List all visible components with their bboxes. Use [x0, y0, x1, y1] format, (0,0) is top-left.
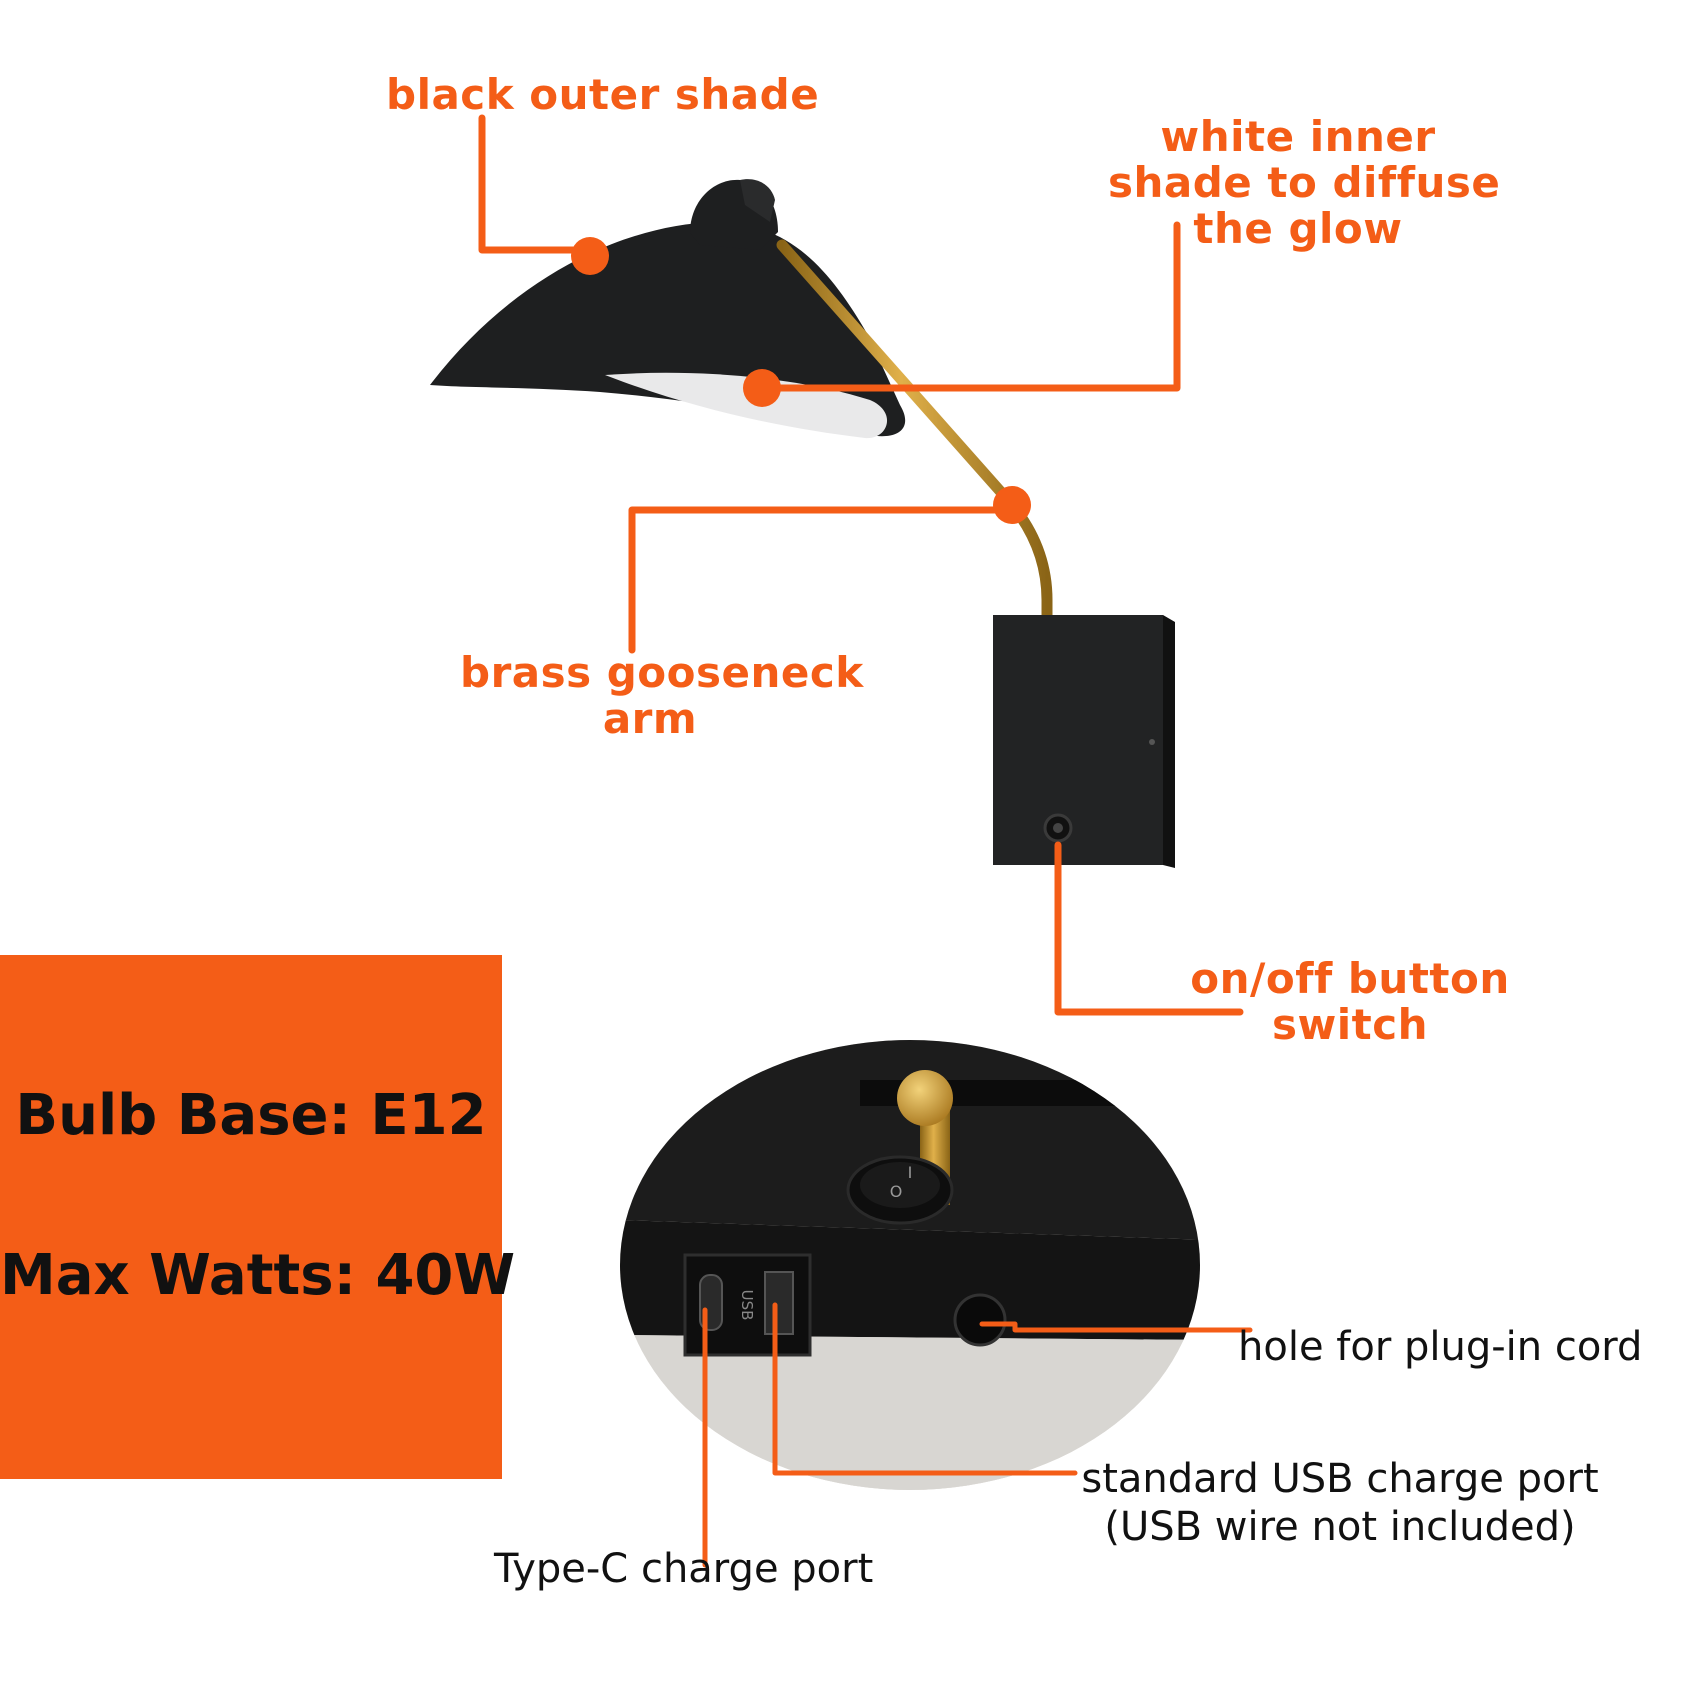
label-inner-shade-line2: shade to diffuse — [1108, 158, 1501, 207]
label-typec-port: Type-C charge port — [494, 1546, 874, 1592]
leader-gooseneck — [628, 506, 1014, 654]
leader-switch — [1054, 841, 1244, 1016]
leader-lines — [478, 114, 1253, 1568]
switch-on-mark: I — [908, 1163, 913, 1182]
label-usb-port-line1: standard USB charge port — [1081, 1456, 1599, 1502]
label-outer-shade: black outer shade — [386, 70, 820, 119]
spec-bulb-base: Bulb Base: E12 — [15, 1083, 487, 1148]
leader-dots — [571, 237, 1031, 524]
usb-mark: USB — [738, 1290, 756, 1321]
label-switch-line2: switch — [1271, 1000, 1429, 1049]
label-inner-shade-line3: the glow — [1193, 204, 1403, 253]
dot-outer-shade — [571, 237, 609, 275]
switch-off-mark: O — [890, 1182, 903, 1201]
label-usb-port: standard USB charge port (USB wire not i… — [1060, 1455, 1620, 1551]
label-usb-port-line2: (USB wire not included) — [1104, 1504, 1576, 1550]
label-gooseneck-line1: brass gooseneck — [460, 648, 864, 697]
leader-usb-port — [772, 1302, 1078, 1476]
label-switch-line1: on/off button — [1190, 954, 1510, 1003]
leader-outer-shade — [478, 114, 594, 254]
dot-gooseneck — [993, 486, 1031, 524]
spec-box: Bulb Base: E12 Max Watts: 40W — [0, 955, 516, 1479]
leader-inner-shade — [758, 221, 1181, 392]
label-gooseneck: brass gooseneck arm — [460, 648, 864, 743]
label-cord-hole: hole for plug-in cord — [1238, 1324, 1643, 1370]
spec-max-watts: Max Watts: 40W — [0, 1243, 516, 1308]
leader-cord-hole — [979, 1321, 1253, 1333]
label-inner-shade: white inner shade to diffuse the glow — [1108, 112, 1501, 253]
label-switch: on/off button switch — [1180, 956, 1520, 1048]
closeup-oval: O I USB — [620, 1040, 1200, 1490]
dot-inner-shade — [743, 369, 781, 407]
label-inner-shade-line1: white inner — [1160, 112, 1436, 161]
label-gooseneck-line2: arm — [602, 694, 698, 743]
wall-plate — [993, 615, 1175, 868]
